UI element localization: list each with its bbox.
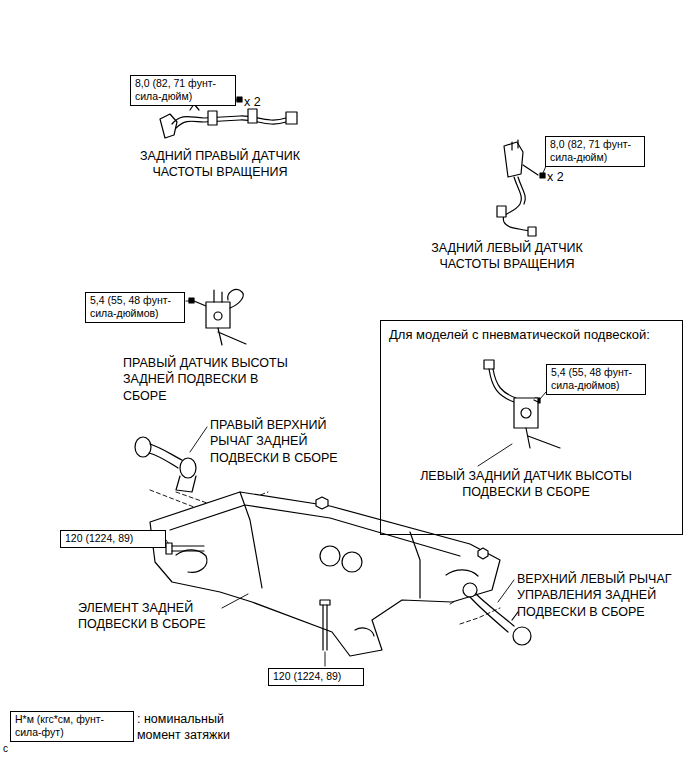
suspension-member xyxy=(170,505,460,556)
suspension-member xyxy=(320,546,340,566)
part-name: ПРАВЫЙ ВЕРХНИЙ РЫЧАГ ЗАДНЕЙ ПОДВЕСКИ В С… xyxy=(210,417,358,466)
bolt-120 xyxy=(172,546,204,551)
speed-sensor-right xyxy=(286,112,297,124)
speed-sensor-left xyxy=(504,142,523,177)
speed-sensor-right xyxy=(160,114,177,138)
variant-frame: Для моделей с пневматической подвеской: 5… xyxy=(380,320,683,535)
torque-value: 5,4 (55, 48 фунт-сила-дюймов) xyxy=(90,294,180,320)
speed-sensor-right xyxy=(172,116,286,124)
speed-sensor-right xyxy=(160,104,297,138)
torque-value: 120 (1224, 89) xyxy=(65,532,161,545)
speed-sensor-left xyxy=(523,165,538,175)
height-sensor-left xyxy=(521,408,531,418)
speed-sensor-left xyxy=(497,206,506,217)
torque-value: 5,4 (55, 48 фунт-сила-дюймов) xyxy=(551,366,641,392)
part-name: ЗАДНИЙ ПРАВЫЙ ДАТЧИК ЧАСТОТЫ ВРАЩЕНИЯ xyxy=(115,148,325,181)
suspension-member xyxy=(410,532,420,598)
height-sensor-left xyxy=(484,360,494,369)
leader-line xyxy=(478,444,512,466)
legend-text: : номинальный момент затяжки xyxy=(137,711,249,744)
leader-line xyxy=(166,540,168,543)
part-name: ЛЕВЫЙ ЗАДНИЙ ДАТЧИК ВЫСОТЫ ПОДВЕСКИ В СБ… xyxy=(395,468,657,501)
speed-sensor-left xyxy=(518,177,525,204)
height-sensor-right xyxy=(194,290,246,345)
upper-arm-right xyxy=(149,453,178,468)
height-sensor-left xyxy=(493,369,516,398)
suspension-member xyxy=(150,492,500,656)
leader-line xyxy=(190,427,207,452)
upper-arm-right xyxy=(180,458,196,478)
bolt-120 xyxy=(323,605,327,650)
upper-arm-left xyxy=(513,627,531,645)
speed-sensor-left xyxy=(503,177,532,232)
upper-arm-right xyxy=(176,476,196,492)
suspension-member xyxy=(342,552,362,572)
height-sensor-right xyxy=(228,290,244,308)
height-sensor-left xyxy=(534,400,538,402)
height-sensor-right xyxy=(206,302,230,328)
bolt xyxy=(540,173,545,178)
torque-box: 120 (1224, 89) xyxy=(268,668,364,686)
suspension-member xyxy=(150,492,500,656)
torque-box: 8,0 (82, 71 фунт-сила-дюйм) xyxy=(130,75,236,106)
suspension-member xyxy=(355,628,374,636)
frame-heading: Для моделей с пневматической подвеской: xyxy=(389,327,674,344)
part-name: ПРАВЫЙ ДАТЧИК ВЫСОТЫ ЗАДНЕЙ ПОДВЕСКИ В С… xyxy=(123,355,298,404)
speed-sensor-right xyxy=(208,111,217,125)
torque-box: 120 (1224, 89) xyxy=(60,530,166,548)
height-sensor-left xyxy=(526,428,560,448)
part-name: ЗАДНИЙ ЛЕВЫЙ ДАТЧИК ЧАСТОТЫ ВРАЩЕНИЯ xyxy=(412,240,602,273)
suspension-member xyxy=(446,570,478,576)
upper-arm-right xyxy=(135,437,151,457)
legend-box: Н*м (кгс*см, фунт-сила-фут) xyxy=(10,711,134,742)
suspension-member xyxy=(478,548,488,559)
bolt-120 xyxy=(166,543,330,650)
torque-value: Н*м (кгс*см, фунт-сила-фут) xyxy=(15,713,129,739)
upper-arm-left xyxy=(463,583,477,597)
height-sensor-right xyxy=(214,312,222,320)
torque-value: 120 (1224, 89) xyxy=(273,670,359,683)
speed-sensor-right xyxy=(248,109,257,123)
figure-code: c xyxy=(3,742,19,755)
suspension-member xyxy=(240,492,262,588)
torque-box: 8,0 (82, 71 фунт-сила-дюйм) xyxy=(545,136,645,167)
height-sensor-right xyxy=(218,328,246,345)
suspension-member xyxy=(176,550,207,572)
height-sensor-right xyxy=(194,301,206,306)
bolt xyxy=(189,298,194,303)
torque-value: 8,0 (82, 71 фунт-сила-дюйм) xyxy=(550,138,640,164)
leader-line xyxy=(186,301,189,302)
part-name: ЭЛЕМЕНТ ЗАДНЕЙ ПОДВЕСКИ В СБОРЕ xyxy=(78,600,228,633)
speed-sensor-left xyxy=(497,140,538,236)
upper-arm-right xyxy=(135,437,196,492)
suspension-member xyxy=(316,497,328,509)
quantity: x 2 xyxy=(244,94,278,110)
speed-sensor-left xyxy=(512,140,518,150)
bolt-120 xyxy=(320,600,330,605)
height-sensor-left xyxy=(514,398,538,428)
upper-arm-right xyxy=(150,444,182,460)
speed-sensor-right xyxy=(176,120,286,128)
torque-box: 5,4 (55, 48 фунт-сила-дюймов) xyxy=(546,364,646,395)
quantity: x 2 xyxy=(547,169,581,185)
upper-arm-left xyxy=(470,597,508,632)
part-name: ВЕРХНИЙ ЛЕВЫЙ РЫЧАГ УПРАВЛЕНИЯ ЗАДНЕЙ ПО… xyxy=(517,571,672,620)
torque-value: 8,0 (82, 71 фунт-сила-дюйм) xyxy=(135,77,231,103)
leader-line xyxy=(325,652,326,666)
speed-sensor-left xyxy=(528,227,536,236)
torque-box: 5,4 (55, 48 фунт-сила-дюймов) xyxy=(85,292,185,323)
leader-line xyxy=(498,580,514,602)
height-sensor-right xyxy=(214,290,222,302)
leader-line xyxy=(222,594,248,608)
bolt xyxy=(237,97,242,102)
height-sensor-left xyxy=(489,369,514,402)
bolt-120 xyxy=(166,543,172,554)
